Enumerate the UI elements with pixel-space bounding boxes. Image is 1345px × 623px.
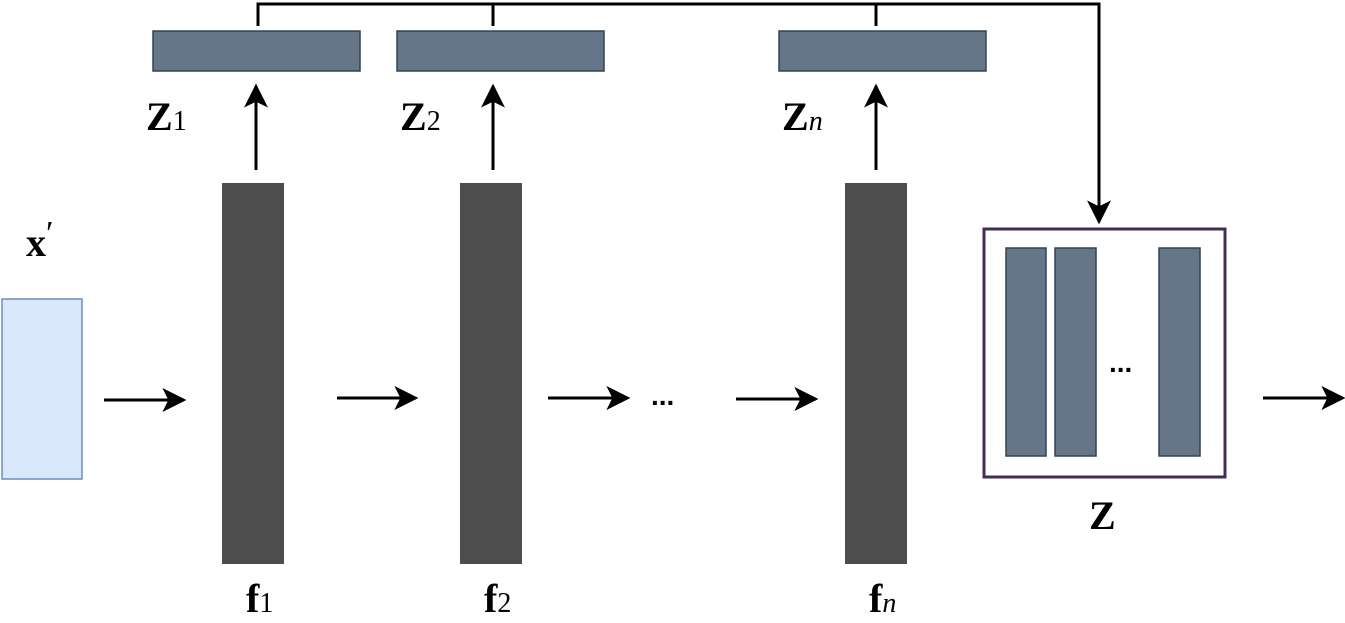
layers-ellipsis: ... (651, 380, 674, 411)
input-label: x′ (26, 215, 53, 265)
layer-label-n: fn (869, 576, 896, 621)
embedding-label-2: Z2 (400, 94, 441, 139)
layer-block-n (845, 183, 907, 564)
concat-column-2 (1054, 247, 1097, 457)
concat-label: Z (1089, 493, 1116, 538)
embedding-bar-1 (152, 30, 361, 72)
concat-column-n (1158, 247, 1201, 457)
concat-ellipsis: ... (1109, 347, 1132, 378)
concat-column-1 (1005, 247, 1047, 457)
skip-connection-bus (256, 2, 1111, 225)
embedding-bar-2 (396, 30, 605, 72)
layer-label-2: f2 (484, 576, 511, 621)
layer-block-1 (222, 183, 284, 564)
embedding-label-1: Z1 (146, 94, 187, 139)
input-block (1, 298, 83, 480)
layer-block-2 (460, 183, 522, 564)
layer-label-1: f1 (246, 576, 273, 621)
embedding-bar-n (778, 30, 987, 72)
embedding-label-n: Zn (782, 94, 823, 139)
